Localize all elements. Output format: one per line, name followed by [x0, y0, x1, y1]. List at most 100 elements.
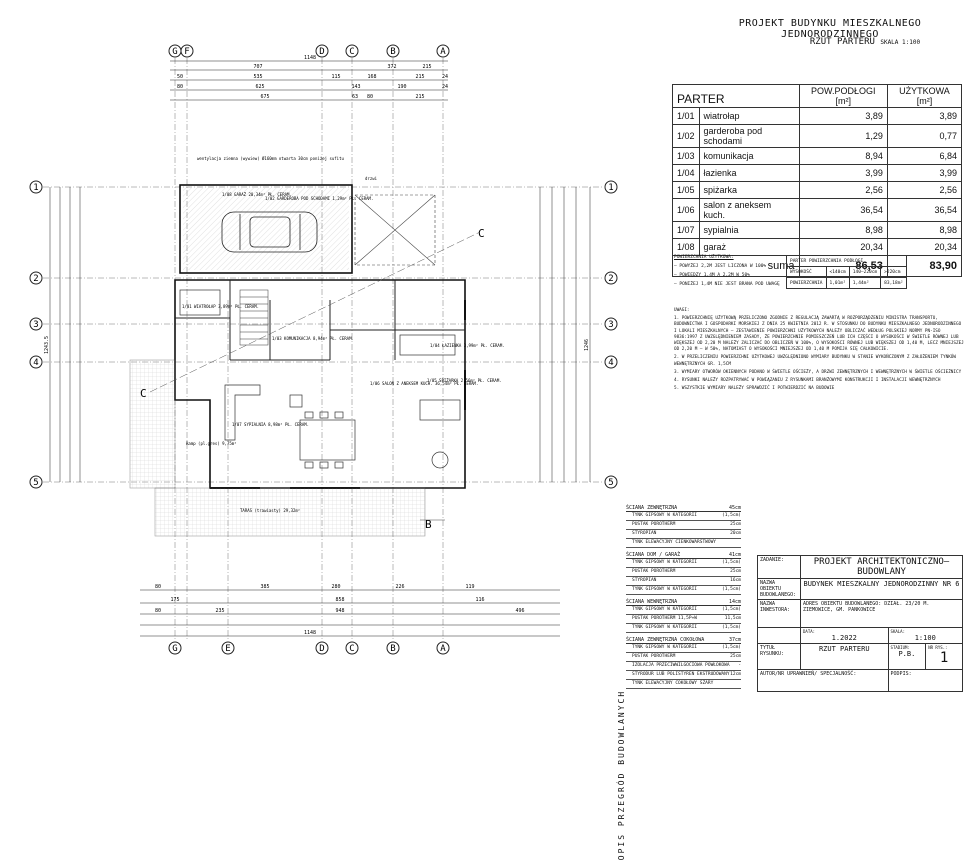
svg-text:1: 1 [33, 183, 38, 193]
tb-podpis-label: PODPIS: [887, 669, 964, 692]
section-c-left: C [140, 387, 147, 400]
tb-nr-cell: NR RYS.:1 [925, 643, 963, 670]
cell: 83,18m² [880, 277, 908, 289]
entrance-canopy [354, 194, 436, 266]
dim: 24 [442, 84, 448, 90]
axis-lines [43, 58, 604, 641]
svg-text:C: C [349, 47, 354, 57]
layer-row-name: TYNK GIPSOWY W KATEGORII [632, 645, 698, 650]
dining-table [299, 419, 356, 461]
room-area: 8,98 [798, 221, 888, 239]
label-wardrobe: 1/02 GARDEROBA POD SCHODAMI 1,29m² PŁ. C… [265, 196, 373, 201]
title-block: ZADANIE: PROJEKT ARCHITEKTONICZNO–BUDOWL… [757, 555, 964, 692]
dim: 175 [170, 597, 179, 603]
axis-right: 1 2 3 4 5 [604, 180, 618, 489]
svg-text:C: C [349, 644, 354, 654]
room-area: 20,34 [798, 238, 888, 256]
layer-row-name: TYNK GIPSOWY W KATEGORII [632, 513, 698, 518]
layer-row-val: (1,5cm) [722, 513, 741, 518]
svg-text:D: D [319, 644, 324, 654]
svg-text:3: 3 [608, 320, 613, 330]
label-pantry: 1/05 SPIŻARKA 2,56m² PŁ. CERAM. [427, 378, 502, 383]
cell: 140–220cm [848, 266, 882, 278]
cell: 1,44m² [848, 277, 882, 289]
dimension-chains-top: 1148 707 372 215 50 535 115 168 215 24 8… [170, 55, 448, 101]
tb-label: NAZWA INWESTORA: [757, 599, 801, 628]
tb-zadanie: PROJEKT ARCHITEKTONICZNO–BUDOWLANY [800, 555, 963, 579]
label-salon: 1/06 SALON Z ANEKSEM KUCH. 36,54m² PŁ. C… [370, 381, 478, 386]
dim: 115 [331, 74, 340, 80]
kitchen-counter [419, 399, 461, 421]
dim: 625 [255, 84, 264, 90]
layer-title: ŚCIANA WEWNĘTRZNA [626, 599, 678, 605]
svg-text:3: 3 [33, 320, 38, 330]
tb-date: 1.2022 [831, 634, 857, 642]
tb-date-cell: DATA:1.2022 [800, 627, 889, 644]
dim: 372 [387, 64, 396, 70]
layer-row-val: 12cm [730, 672, 741, 677]
axis-left: 1 2 3 4 5 [29, 180, 43, 489]
svg-text:F: F [184, 47, 189, 57]
room-usable: 20,34 [886, 238, 963, 256]
notes-block: UWAGI: 1. POWIERZCHNIĘ UŻYTKOWĄ PRZELICZ… [674, 308, 964, 394]
room-usable: 3,99 [886, 164, 963, 182]
axis-bubble: 2 [604, 271, 618, 285]
tb-label: TYTUŁ RYSUNKU: [757, 643, 801, 670]
layer-row-name: TYNK GIPSOWY W KATEGORII [632, 607, 698, 612]
axis-top: G F D C B A [168, 44, 450, 58]
layer-title: ŚCIANA ZEWNĘTRZNA [626, 505, 678, 511]
dim-top-total: 1148 [304, 55, 316, 61]
room-usable: 0,77 [886, 124, 963, 148]
dim: 226 [395, 584, 404, 590]
tb-nr: 1 [939, 650, 949, 666]
axis-bubble: 2 [29, 271, 43, 285]
room-no: 1/05 [672, 181, 700, 199]
room-name: wiatrołap [698, 107, 800, 125]
svg-text:4: 4 [608, 358, 613, 368]
note-item: 3. WYMIARY OTWORÓW OKIENNYCH PODANO W ŚW… [674, 369, 962, 375]
dim: 385 [260, 584, 269, 590]
layer-title: ŚCIANA ZEWNĘTRZNA COKOŁOWA [626, 637, 705, 643]
usable-notes-title: POWIERZCHNIA UŻYTKOWA: [674, 255, 734, 260]
dim: 119 [465, 584, 474, 590]
usable-area-notes: POWIERZCHNIA UŻYTKOWA: – POWYŻEJ 2,2M JE… [674, 253, 784, 289]
room-name: sypialnia [698, 221, 800, 239]
dim: 80 [155, 608, 161, 614]
dim: 280 [331, 584, 340, 590]
svg-text:1: 1 [608, 183, 613, 193]
layer-row-name: PUSTAK POROTHERM [632, 522, 676, 527]
svg-text:A: A [440, 47, 446, 57]
dim: 50 [177, 74, 183, 80]
tb-sheet: RZUT PARTERU [800, 643, 889, 670]
axis-bubble: 4 [29, 355, 43, 369]
dim: 235 [215, 608, 224, 614]
layer-row-name: PUSTAK POROTHERM [632, 654, 676, 659]
cell: POWIERZCHNIA [786, 277, 827, 289]
layer-row-name: PUSTAK POROTHERM [632, 569, 676, 574]
layer-row-val: - [738, 663, 741, 668]
axis-bubble: B [386, 44, 400, 58]
svg-text:E: E [225, 644, 230, 654]
opis-label: OPIS PRZEGRÓD BUDOWLANYCH [617, 689, 626, 861]
layer-row-val: (1,5cm) [722, 607, 741, 612]
dim: 80 [155, 584, 161, 590]
room-area: 2,56 [798, 181, 888, 199]
room-area-table: PARTER POW.PODŁOGI [m²] UŻYTKOWA [m²] 1/… [672, 84, 963, 277]
col-area-header: POW.PODŁOGI [m²] [798, 84, 888, 108]
room-usable: 36,54 [886, 198, 963, 222]
furniture [179, 289, 461, 469]
axis-bubble: F [180, 44, 194, 58]
dim: 168 [367, 74, 376, 80]
axis-bubble: 4 [604, 355, 618, 369]
tb-stadium: P.B. [898, 650, 916, 658]
svg-text:D: D [319, 47, 324, 57]
axis-bubble: D [315, 44, 329, 58]
tb-stadium-cell: STADIUM:P.B. [887, 643, 927, 670]
layer-row-name: TYNK ELEWACYJNY CIENKOWARSTWOWY [632, 540, 716, 545]
tb-scale-label: SKALA: [890, 629, 905, 634]
room-usable: 3,89 [886, 107, 963, 125]
dim: 116 [475, 597, 484, 603]
